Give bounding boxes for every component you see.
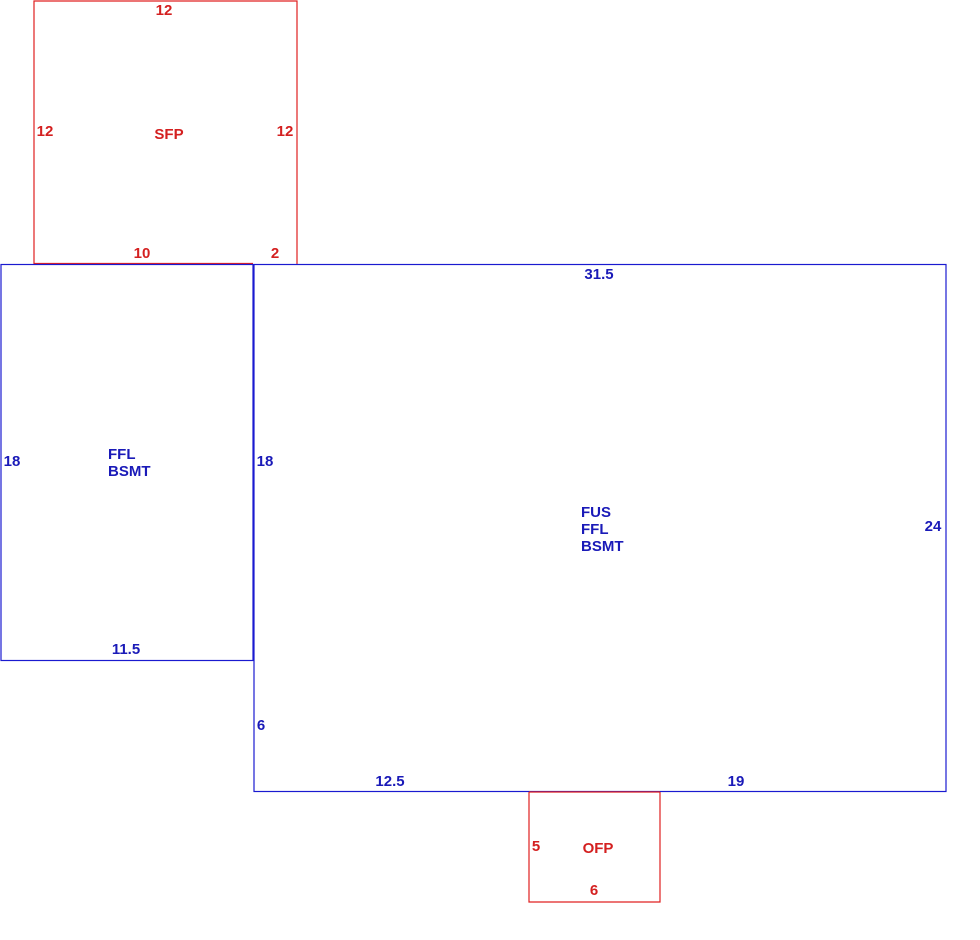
sfp-dim-bottom-b: 2 (271, 245, 279, 262)
ofp-area: 5 OFP 6 (528, 791, 661, 903)
ofp-dim-bottom: 6 (590, 882, 598, 899)
ofp-label: OFP (583, 840, 614, 857)
west-wing-dim-left: 18 (4, 453, 21, 470)
west-wing-label-2: BSMT (108, 463, 151, 480)
west-wing-dim-bottom: 11.5 (112, 641, 140, 658)
sfp-dim-left: 12 (37, 123, 54, 140)
main-house-label-2: FFL (581, 521, 609, 538)
sfp-label: SFP (154, 126, 183, 143)
west-wing-label-1: FFL (108, 446, 136, 463)
ofp-outline (528, 792, 661, 903)
main-house-dim-bottom-b: 19 (728, 773, 745, 790)
main-house-dim-top: 31.5 (584, 266, 613, 283)
main-house-label-3: BSMT (581, 538, 624, 555)
main-house-label-1: FUS (581, 504, 611, 521)
west-wing-outline (0, 263, 254, 662)
main-house-dim-left-lower: 6 (257, 717, 265, 734)
main-house-dim-bottom-a: 12.5 (375, 773, 404, 790)
west-wing-dim-right: 18 (257, 453, 274, 470)
sfp-dim-top: 12 (156, 2, 173, 19)
main-house-dim-right: 24 (925, 518, 942, 535)
ofp-dim-left: 5 (532, 838, 540, 855)
main-house-area: 31.5 24 FUS FFL BSMT 6 12.5 19 (253, 263, 947, 793)
west-wing-area: 18 18 FFL BSMT 11.5 (0, 263, 274, 662)
sfp-area: 12 12 12 SFP 10 2 (33, 0, 298, 265)
sfp-dim-bottom-a: 10 (134, 245, 151, 262)
sfp-dim-right: 12 (277, 123, 294, 140)
sfp-outline (33, 0, 298, 264)
